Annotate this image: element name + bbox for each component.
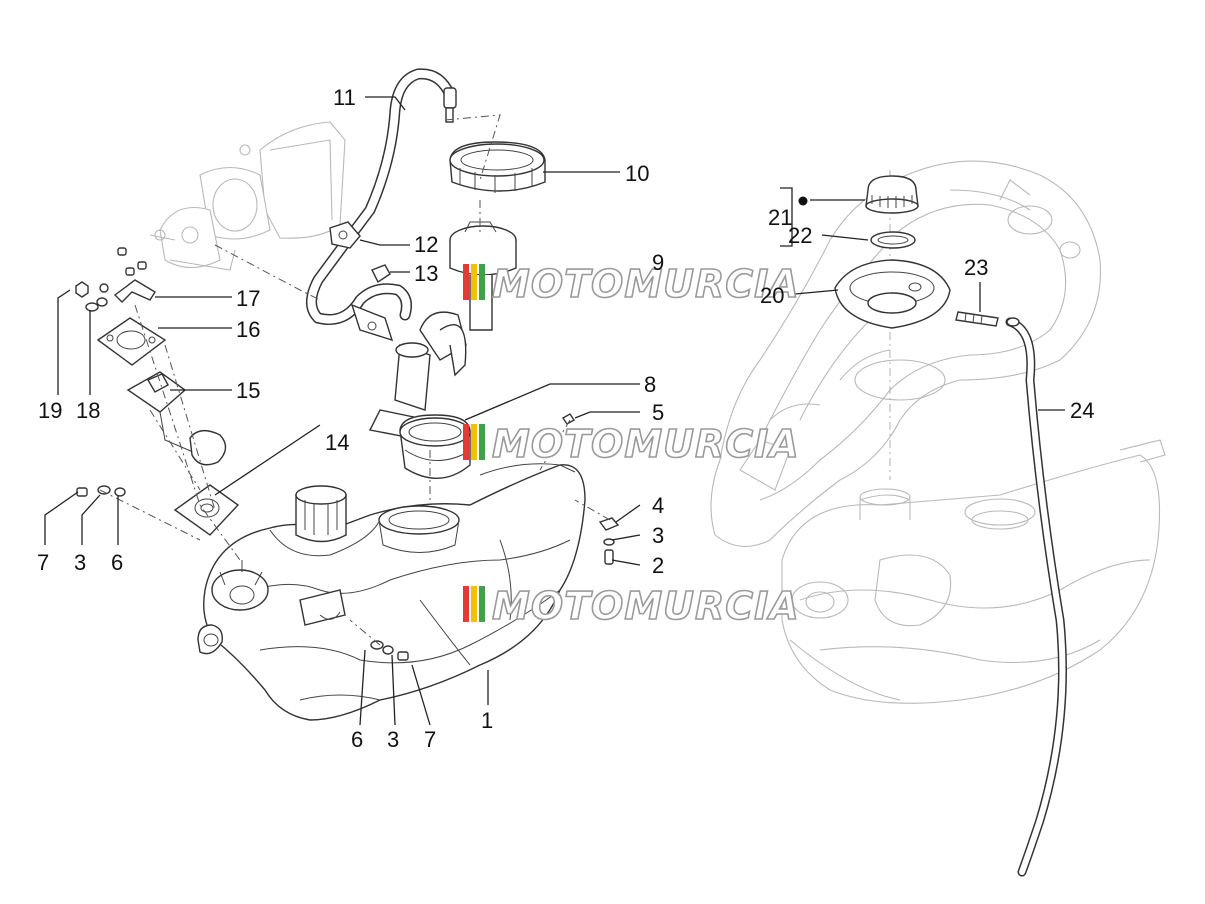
fuel-tank: [197, 463, 586, 721]
label-3: 3: [652, 523, 664, 548]
label-23: 23: [964, 255, 988, 280]
label-4: 4: [652, 493, 664, 518]
watermark-2: MOTOMURCIA: [463, 421, 800, 467]
label-15: 15: [236, 378, 260, 403]
label-19: 19: [38, 398, 62, 423]
label-9: 9: [652, 250, 664, 275]
label-13: 13: [414, 261, 438, 286]
watermark-text: MOTOMURCIA: [492, 262, 800, 306]
label-1: 1: [481, 708, 493, 733]
watermark-text: MOTOMURCIA: [492, 584, 800, 628]
label-22: 22: [788, 223, 812, 248]
lock-ring: [449, 141, 546, 193]
hose-clip-12: [329, 221, 361, 249]
fuel-hose: [306, 68, 457, 342]
sender-plate: [96, 317, 167, 366]
label-3: 3: [74, 550, 86, 575]
label-14: 14: [325, 430, 349, 455]
label-12: 12: [414, 232, 438, 257]
label-7: 7: [37, 550, 49, 575]
label-10: 10: [625, 161, 649, 186]
hose-clip-13: [371, 264, 391, 284]
label-6: 6: [351, 727, 363, 752]
small-hardware-left: [75, 281, 126, 497]
level-sender: [126, 371, 227, 466]
label-21: 21: [768, 205, 792, 230]
label-11: 11: [333, 85, 356, 110]
label-2: 2: [652, 553, 664, 578]
part-labels: 11 10 12 9 13 17 16 15 14 8 5 4 3 2 1 6 …: [37, 85, 1094, 752]
watermark-text: MOTOMURCIA: [492, 422, 800, 466]
vent-valve: [955, 311, 999, 327]
breather-hose: [1005, 317, 1067, 877]
pump-gasket: [399, 414, 471, 479]
label-18: 18: [76, 398, 100, 423]
fuel-cap-assembly: [865, 175, 919, 249]
bracket-17: [113, 247, 156, 303]
sender-flange: [173, 484, 240, 536]
watermark-1: MOTOMURCIA: [463, 261, 800, 307]
label-7: 7: [424, 727, 436, 752]
throttle-body: [149, 121, 346, 271]
filler-neck-seal: [834, 259, 951, 329]
label-5: 5: [652, 400, 664, 425]
label-16: 16: [236, 317, 260, 342]
watermark-3: MOTOMURCIA: [463, 583, 800, 629]
label-17: 17: [236, 286, 260, 311]
label-6: 6: [111, 550, 123, 575]
label-3: 3: [387, 727, 399, 752]
label-24: 24: [1070, 398, 1094, 423]
label-8: 8: [644, 372, 656, 397]
leader-lines: [44, 96, 1065, 726]
label-20: 20: [760, 283, 784, 308]
assembly-lines: [99, 114, 611, 646]
